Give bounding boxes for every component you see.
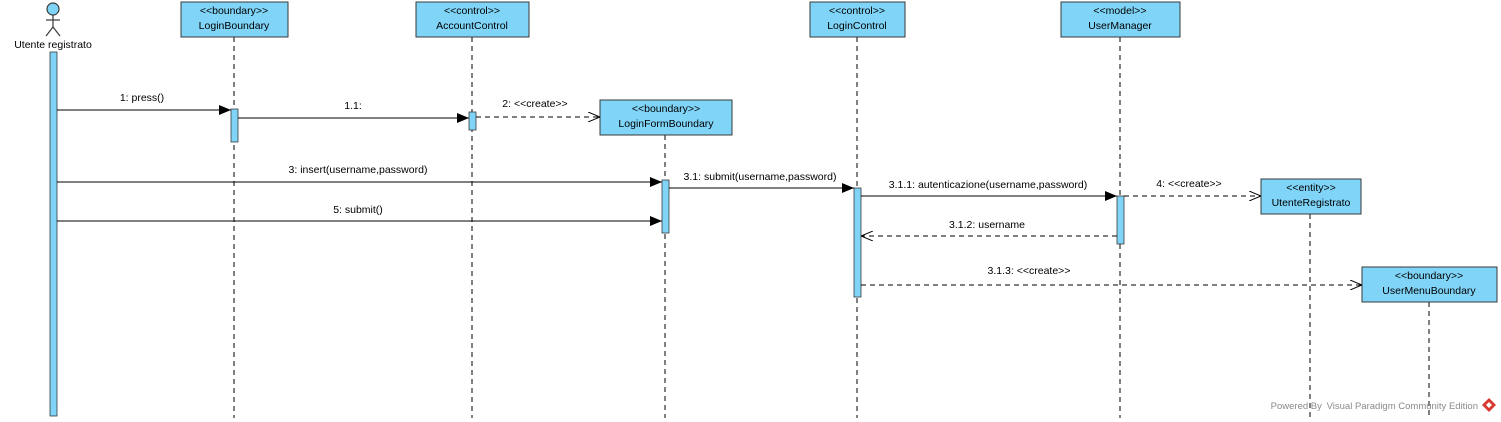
lifeline-name: UserManager <box>1088 20 1152 32</box>
lifeline-stereotype: <<control>> <box>829 5 885 17</box>
activation-bar <box>230 108 239 143</box>
message-label: 3.1: submit(username,password) <box>684 171 837 183</box>
actor-activation <box>49 51 58 417</box>
lifeline-login-boundary: <<boundary>> LoginBoundary <box>180 1 289 418</box>
lifeline-stereotype: <<boundary>> <box>200 5 268 17</box>
lifeline-stereotype: <<boundary>> <box>1395 270 1463 282</box>
message-label: 4: <<create>> <box>1156 178 1221 190</box>
lifeline-stereotype: <<entity>> <box>1286 182 1336 194</box>
message-1-1: 1.1: <box>238 100 469 123</box>
lifeline-stereotype: <<boundary>> <box>632 103 700 115</box>
message-label: 5: submit() <box>333 204 383 216</box>
message-label: 3.1.3: <<create>> <box>988 265 1071 277</box>
lifeline-name: UserMenuBoundary <box>1382 285 1476 297</box>
actor: Utente registrato <box>14 2 92 417</box>
lifeline-user-manager: <<model>> UserManager <box>1060 1 1181 418</box>
message-1-press: 1: press() <box>57 92 231 115</box>
message-5-submit: 5: submit() <box>57 204 662 226</box>
message-2-create: 2: <<create>> <box>476 98 600 117</box>
message-3-1-submit: 3.1: submit(username,password) <box>669 171 854 193</box>
lifeline-name: AccountControl <box>436 20 508 32</box>
lifeline-stereotype: <<model>> <box>1093 5 1146 17</box>
lifeline-box <box>809 1 906 38</box>
message-label: 3.1.1: autenticazione(username,password) <box>889 179 1087 191</box>
lifeline-name: UtenteRegistrato <box>1272 197 1351 209</box>
lifeline-user-menu-boundary: <<boundary>> UserMenuBoundary <box>1361 266 1498 418</box>
message-4-create: 4: <<create>> <box>1124 178 1261 196</box>
lifeline-box <box>415 1 530 38</box>
message-3-insert: 3: insert(username,password) <box>57 164 662 187</box>
actor-name: Utente registrato <box>14 39 92 51</box>
message-label: 1: press() <box>120 92 164 104</box>
watermark: Powered By Visual Paradigm Community Edi… <box>1271 398 1496 412</box>
lifeline-box <box>1361 266 1498 303</box>
lifeline-box <box>1260 178 1362 215</box>
lifeline-login-form-boundary: <<boundary>> LoginFormBoundary <box>599 99 733 418</box>
lifeline-box <box>1060 1 1181 38</box>
message-3-1-3-create: 3.1.3: <<create>> <box>861 265 1362 285</box>
lifeline-name: LoginControl <box>827 20 887 32</box>
activation-bar <box>853 187 862 298</box>
activation-bar <box>661 179 670 234</box>
message-label: 1.1: <box>344 100 362 112</box>
message-3-1-1-autenticazione: 3.1.1: autenticazione(username,password) <box>861 179 1117 201</box>
message-label: 3: insert(username,password) <box>289 164 428 176</box>
watermark-text: Powered By Visual Paradigm Community Edi… <box>1271 401 1478 412</box>
activation-bar <box>1116 195 1125 245</box>
message-3-1-2-username-reply: 3.1.2: username <box>861 219 1117 236</box>
lifeline-utente-registrato: <<entity>> UtenteRegistrato <box>1260 178 1362 418</box>
lifeline-login-control: <<control>> LoginControl <box>809 1 906 418</box>
lifeline-account-control: <<control>> AccountControl <box>415 1 530 418</box>
activation-bar <box>468 111 477 131</box>
lifeline-name: LoginBoundary <box>199 20 270 32</box>
message-label: 2: <<create>> <box>502 98 567 110</box>
visual-paradigm-logo-icon <box>1482 398 1496 412</box>
lifeline-stereotype: <<control>> <box>444 5 500 17</box>
lifeline-name: LoginFormBoundary <box>618 118 714 130</box>
lifeline-box <box>599 99 733 136</box>
lifeline-box <box>180 1 289 38</box>
actor-stick-figure-icon <box>45 2 61 37</box>
message-label: 3.1.2: username <box>949 219 1025 231</box>
